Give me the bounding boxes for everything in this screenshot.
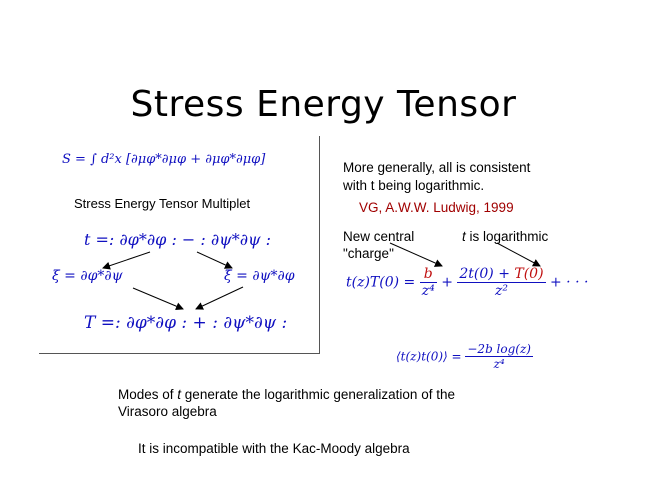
- panel-right-border: [319, 136, 320, 354]
- multiplet-heading: Stress Energy Tensor Multiplet: [74, 196, 251, 211]
- incompatible-line: It is incompatible with the Kac-Moody al…: [138, 441, 410, 456]
- slide-title: Stress Energy Tensor: [130, 84, 517, 125]
- corr-den: z⁴: [493, 357, 505, 371]
- xibar-definition: ξ̄ = ∂ψ*∂φ: [224, 268, 295, 284]
- corr-frac: −2b log(z) z⁴: [465, 342, 533, 371]
- arrow-t-to-xi: [102, 251, 151, 270]
- action-equation: S = ∫ d²x [∂μφ*∂μφ + ∂μφ*∂μφ]: [62, 152, 266, 167]
- corr-lhs: ⟨t(z)t(0)⟩ =: [396, 349, 466, 364]
- ope-equation: t(z)T(0) = b z⁴ + 2t(0) + T(0) z² + · · …: [346, 266, 588, 299]
- t-definition: t =: ∂φ*∂φ : − : ∂ψ*∂ψ :: [84, 230, 271, 249]
- t-symbol: t: [462, 229, 466, 244]
- charge-label: "charge": [343, 246, 394, 261]
- citation: VG, A.W.W. Ludwig, 1999: [359, 200, 514, 215]
- arrow-charge: [389, 242, 443, 267]
- ope-frac-2: 2t(0) + T(0) z²: [457, 266, 546, 299]
- modes-prefix: Modes of: [118, 387, 178, 402]
- ope-num-2b: T(0): [514, 266, 544, 282]
- ope-den-1: z⁴: [421, 283, 435, 299]
- corr-num: −2b log(z): [465, 342, 533, 357]
- ope-lhs: t(z)T(0) =: [346, 274, 420, 291]
- ope-tail: + · · ·: [550, 274, 589, 291]
- ope-num-1: b: [419, 266, 437, 283]
- T-definition: T =: ∂φ*∂φ : + : ∂ψ*∂ψ :: [84, 313, 288, 333]
- t-is-logarithmic-label: t is logarithmic: [462, 229, 548, 244]
- new-central-label: New central: [343, 229, 415, 244]
- ope-frac-1: b z⁴: [419, 266, 437, 299]
- ope-num-2a: 2t(0) +: [459, 266, 515, 282]
- ope-den-2: z²: [494, 283, 508, 299]
- modes-line-2: Virasoro algebra: [118, 404, 217, 419]
- general-line-1: More generally, all is consistent: [343, 160, 531, 175]
- modes-line-1: Modes of t generate the logarithmic gene…: [118, 387, 455, 402]
- xi-definition: ξ = ∂φ*∂ψ: [52, 268, 123, 284]
- panel-bottom-border: [39, 353, 320, 354]
- modes-suffix: generate the logarithmic generalization …: [181, 387, 455, 402]
- ope-plus-1: +: [441, 274, 458, 291]
- arrow-logarithmic: [496, 242, 541, 267]
- is-logarithmic-text: is logarithmic: [465, 229, 549, 244]
- arrow-t-to-xibar: [196, 251, 233, 269]
- modes-t: t: [177, 387, 182, 402]
- arrow-xibar-to-T: [195, 286, 244, 310]
- general-line-2: with t being logarithmic.: [343, 178, 485, 193]
- arrow-xi-to-T: [132, 287, 184, 310]
- correlator-equation: ⟨t(z)t(0)⟩ = −2b log(z) z⁴: [396, 342, 533, 371]
